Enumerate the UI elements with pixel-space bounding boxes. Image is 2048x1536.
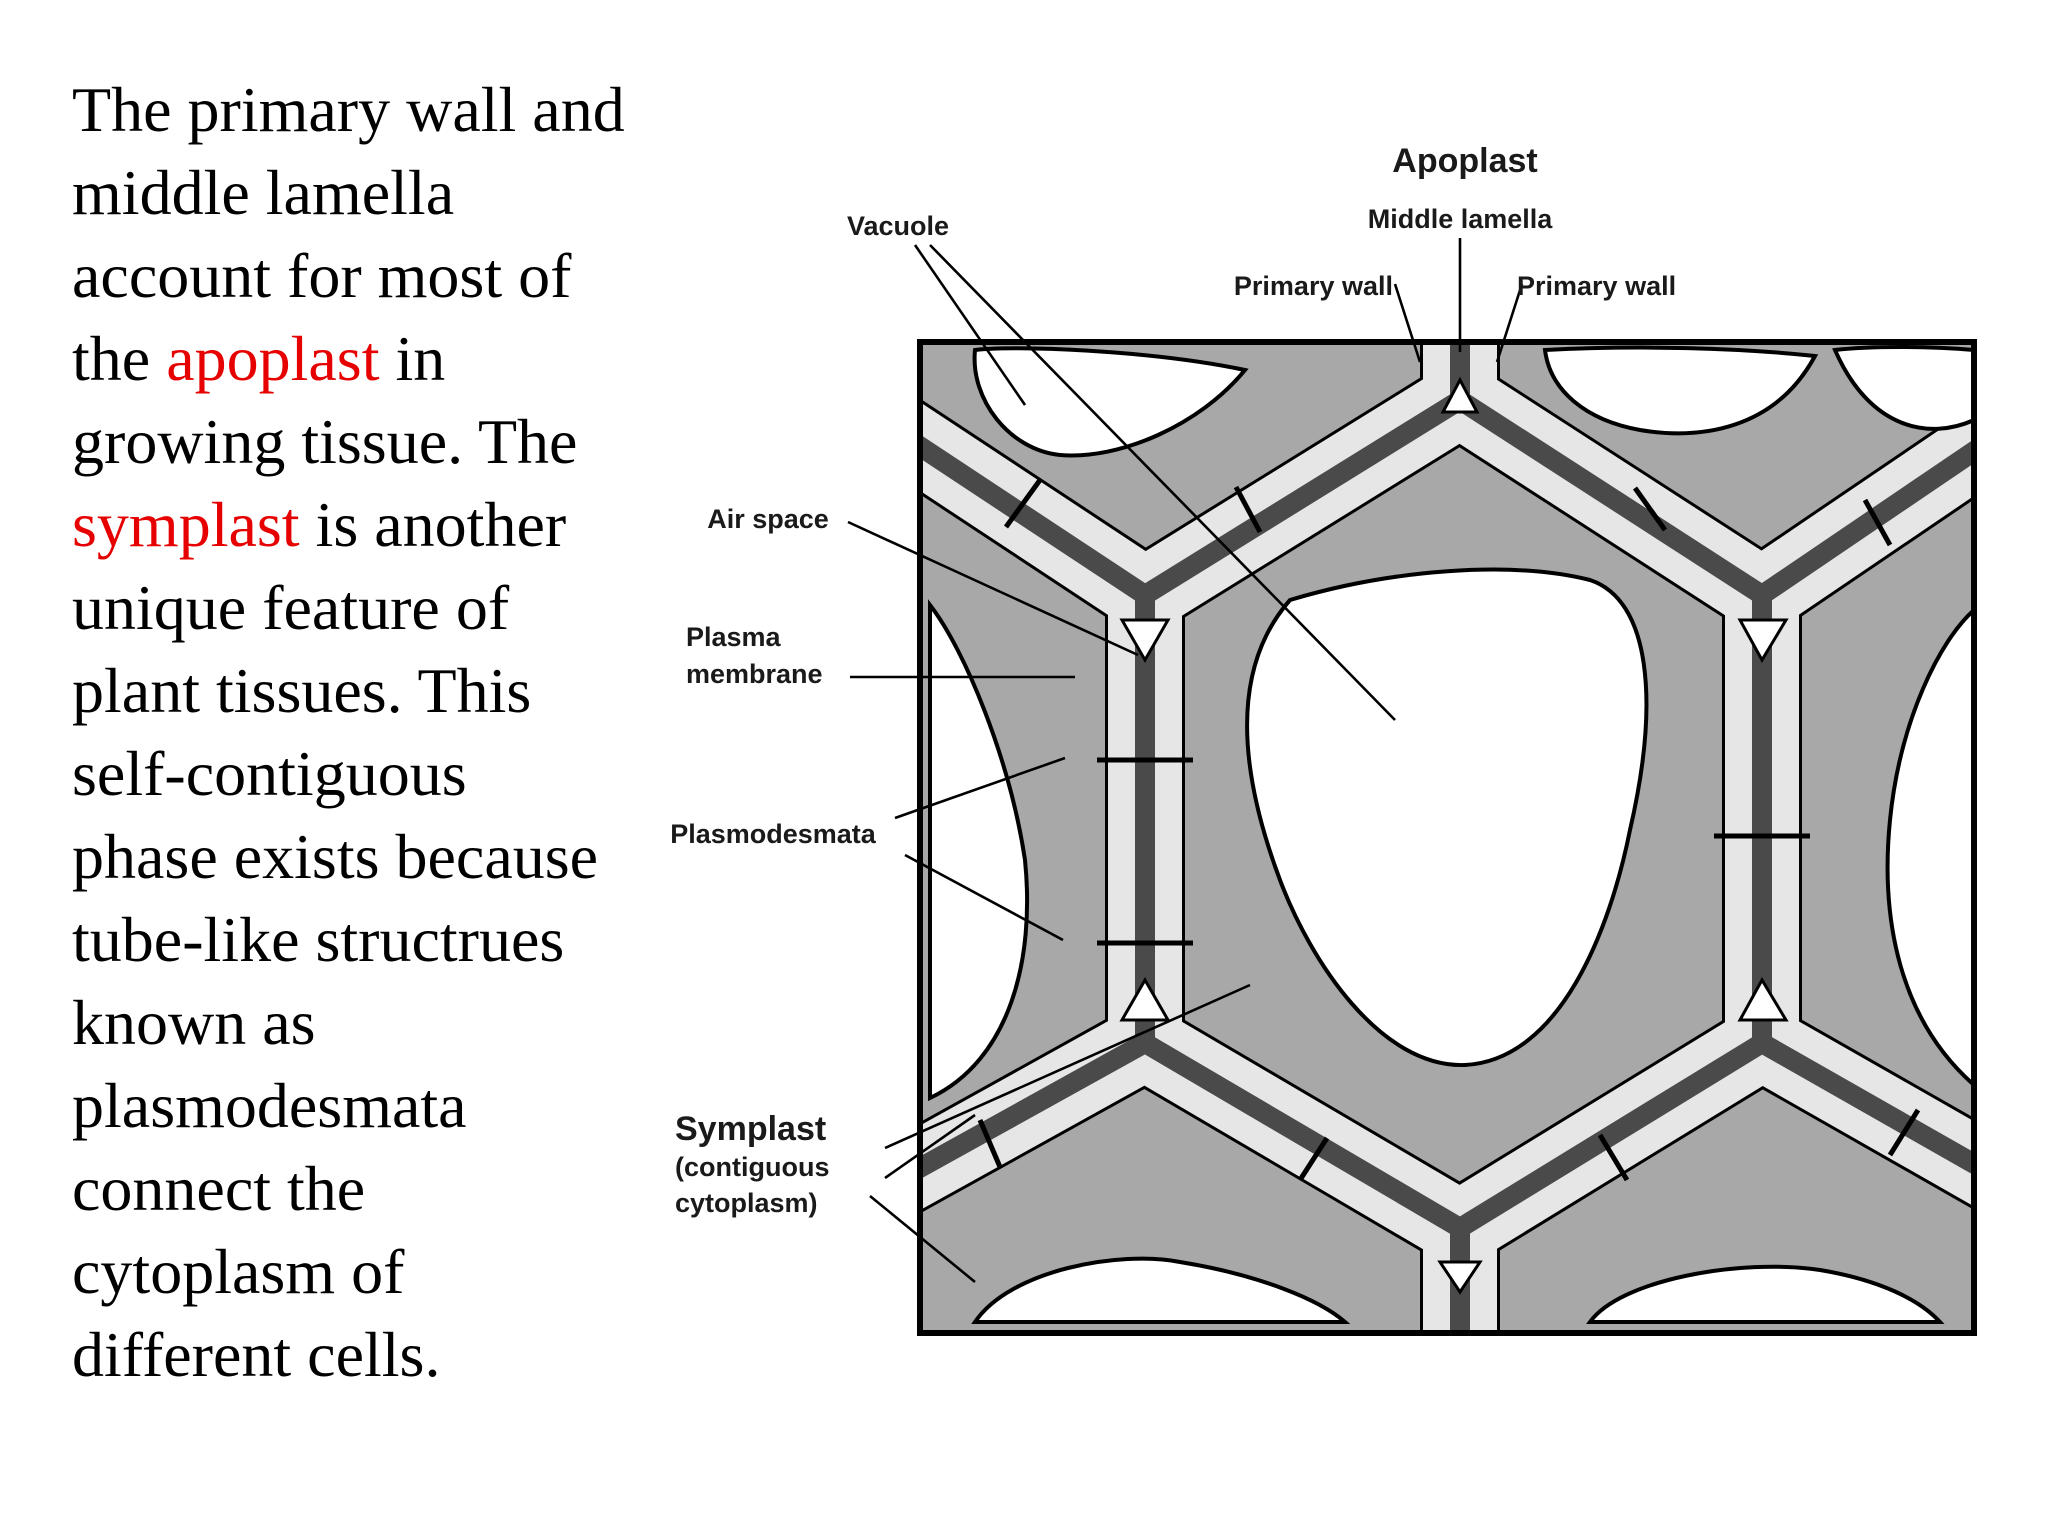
text-line: the apoplast in xyxy=(72,317,692,400)
label-air-space: Air space xyxy=(707,504,829,534)
vacuole-top-left xyxy=(972,346,1249,458)
text-line: plant tissues. This xyxy=(72,649,692,732)
text-run: different cells. xyxy=(72,1319,441,1390)
text-run: account for most of xyxy=(72,240,572,311)
label-plasma-membrane-1: Plasma xyxy=(686,622,782,652)
text-run: in xyxy=(379,323,446,394)
vacuole-bottom-left xyxy=(971,1256,1351,1324)
cell-walls xyxy=(920,342,1974,1333)
label-middle-lamella: Middle lamella xyxy=(1368,204,1554,234)
text-run: connect the xyxy=(72,1153,366,1224)
text-line: tube-like structrues xyxy=(72,898,692,981)
text-line: The primary wall and xyxy=(72,68,692,151)
text-line: known as xyxy=(72,981,692,1064)
text-run: known as xyxy=(72,987,316,1058)
slide-text: The primary wall and middle lamella accoun… xyxy=(72,68,692,1396)
vacuole-top-right xyxy=(1542,345,1819,436)
label-apoplast: Apoplast xyxy=(1392,142,1537,180)
label-symplast: Symplast xyxy=(675,1110,826,1148)
text-line: account for most of xyxy=(72,234,692,317)
text-line: middle lamella xyxy=(72,151,692,234)
text-run: tube-like structrues xyxy=(72,904,565,975)
text-line: plasmodesmata xyxy=(72,1064,692,1147)
highlighted-term: apoplast xyxy=(166,323,380,394)
text-line: cytoplasm of xyxy=(72,1230,692,1313)
label-primary-wall-left: Primary wall xyxy=(1234,271,1393,301)
label-symplast-3: cytoplasm) xyxy=(675,1188,818,1218)
leader-lines xyxy=(847,238,1524,1284)
text-run: plant tissues. This xyxy=(72,655,532,726)
text-run: unique feature of xyxy=(72,572,510,643)
label-plasma-membrane-2: membrane xyxy=(686,659,823,689)
text-line: growing tissue. The xyxy=(72,400,692,483)
diagram-labels: Apoplast Middle lamella Primary wall Pri… xyxy=(670,142,1676,1218)
label-plasmodesmata: Plasmodesmata xyxy=(670,819,877,849)
label-primary-wall-right: Primary wall xyxy=(1517,271,1676,301)
text-run: growing tissue. The xyxy=(72,406,578,477)
text-run: plasmodesmata xyxy=(72,1070,467,1141)
text-run: The primary wall and xyxy=(72,74,625,145)
tissue-block xyxy=(920,342,1974,1333)
text-line: connect the xyxy=(72,1147,692,1230)
text-run: self-contiguous xyxy=(72,738,467,809)
label-vacuole: Vacuole xyxy=(847,211,949,241)
text-run: is another xyxy=(299,489,567,560)
vacuoles xyxy=(928,345,1974,1324)
text-line: different cells. xyxy=(72,1313,692,1396)
air-spaces xyxy=(1119,376,1789,1295)
text-line: phase exists because xyxy=(72,815,692,898)
highlighted-term: symplast xyxy=(72,489,300,560)
text-run: phase exists because xyxy=(72,821,599,892)
vacuole-bottom-right xyxy=(1586,1264,1945,1324)
vacuole-center xyxy=(1245,567,1649,1068)
text-run: the xyxy=(72,323,167,394)
vacuole-right xyxy=(1885,607,1974,1088)
label-symplast-2: (contiguous xyxy=(675,1152,829,1182)
text-run: cytoplasm of xyxy=(72,1236,405,1307)
text-run: middle lamella xyxy=(72,157,455,228)
text-line: symplast is another xyxy=(72,483,692,566)
tissue-border xyxy=(917,339,1977,1336)
text-line: unique feature of xyxy=(72,566,692,649)
plasmodesmata-pores xyxy=(977,478,1921,1182)
vacuole-left xyxy=(928,599,1030,1102)
text-line: self-contiguous xyxy=(72,732,692,815)
